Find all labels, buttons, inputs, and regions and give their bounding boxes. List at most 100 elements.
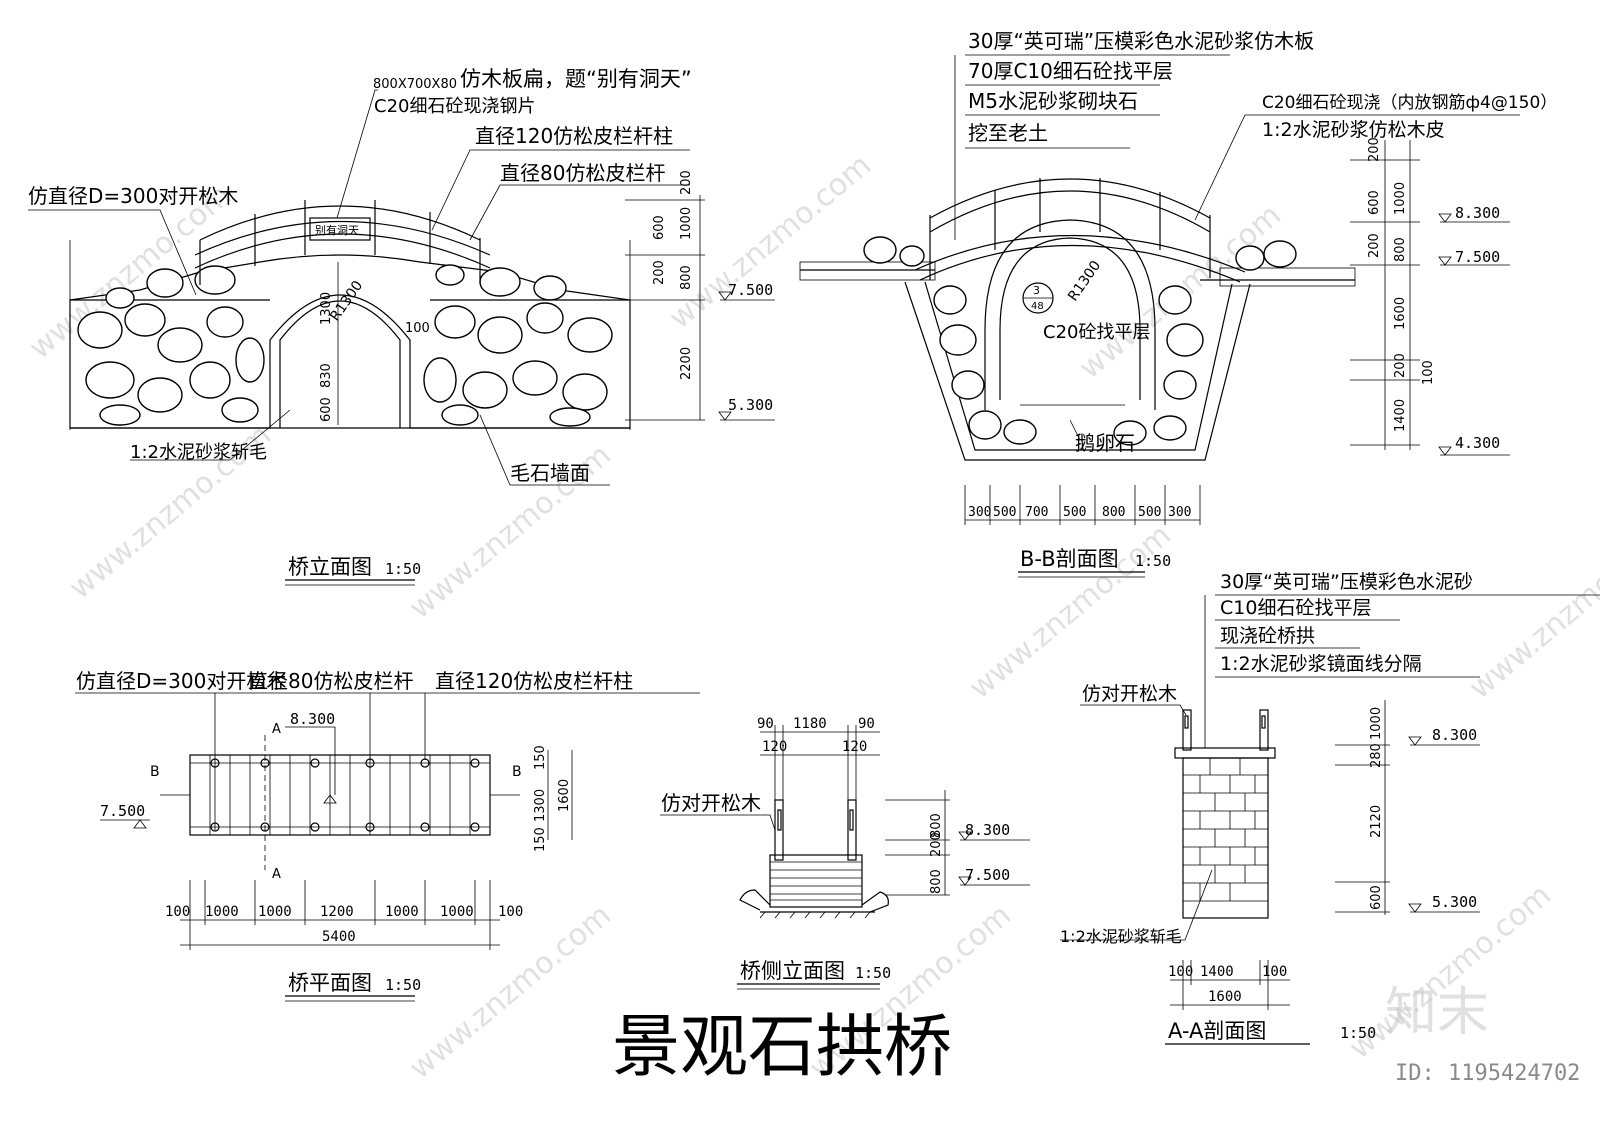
bb-right-1: C20细石砼现浇（内放钢筋ф4@150）	[1262, 93, 1557, 113]
aa-scale: 1:50	[1340, 1024, 1376, 1042]
r-dim-2200: 2200	[679, 347, 694, 380]
cut-a-bottom: A	[272, 867, 281, 882]
plan-scale: 1:50	[385, 976, 421, 994]
side-level-7500: 7.500	[965, 866, 1010, 884]
side-l-800: 800	[929, 813, 944, 838]
side-label: 仿对开松木	[661, 791, 761, 815]
plan-label-rail: 直径80仿松皮栏杆	[248, 669, 413, 693]
bb-r-800: 800	[1393, 237, 1408, 262]
plan-b-1000: 1000	[205, 904, 239, 920]
svg-text:www.znzmo.com: www.znzmo.com	[963, 518, 1178, 707]
plan-b-1000c: 1000	[385, 904, 419, 920]
mortar-label: 1:2水泥砂浆斩毛	[130, 442, 267, 463]
plaque	[309, 217, 371, 241]
log-label: 仿直径D=300对开松木	[28, 184, 238, 208]
svg-text:www.znzmo.com: www.znzmo.com	[403, 898, 618, 1087]
aa-total: 1600	[1208, 989, 1242, 1005]
aa-log-label: 仿对开松木	[1082, 683, 1177, 705]
rail-label: 直径80仿松皮栏杆	[500, 161, 665, 185]
elevation-title: 桥立面图	[288, 555, 372, 579]
plan-b-1000b: 1000	[258, 904, 292, 920]
aa-layer-2: C10细石砼找平层	[1220, 597, 1371, 619]
r-dim-200: 200	[679, 170, 694, 195]
bb-b-300: 300	[968, 505, 991, 520]
bb-r-100: 100	[1421, 360, 1436, 385]
side-elevation: 仿对开松木 90 1180 90 120 120 800 200 800 8.3…	[660, 716, 1030, 990]
plaque-text: 别有洞天	[315, 223, 359, 237]
bb-scale: 1:50	[1135, 552, 1171, 570]
gap-label: 100	[405, 321, 430, 336]
cut-b-right: B	[512, 764, 522, 780]
aa-mortar-label: 1:2水泥砂浆斩毛	[1060, 927, 1182, 946]
aa-layer-4: 1:2水泥砂浆镜面线分隔	[1220, 653, 1422, 675]
svg-text:www.znzmo.com: www.znzmo.com	[1463, 518, 1600, 707]
bb-r-1000: 1000	[1393, 182, 1408, 215]
plan-b-100b: 100	[498, 904, 523, 920]
bb-layer-2: 70厚C10细石砼找平层	[968, 59, 1173, 83]
bb-layer-3: M5水泥砂浆砌块石	[968, 89, 1138, 113]
post-dots	[210, 758, 480, 832]
main-title: 景观石拱桥	[612, 1008, 952, 1087]
bb-r-1400: 1400	[1393, 399, 1408, 432]
section-aa: 30厚“英可瑞”压模彩色水泥砂 C10细石砼找平层 现浇砼桥拱 1:2水泥砂浆镜…	[1060, 571, 1600, 1045]
aa-title: A-A剖面图	[1168, 1019, 1266, 1043]
cut-b-left: B	[150, 764, 160, 780]
plan-label-post: 直径120仿松皮栏杆柱	[435, 669, 633, 693]
dim-830: 830	[319, 363, 334, 388]
brand-watermark: 知末	[1385, 983, 1489, 1043]
r-dim-200b: 200	[652, 260, 667, 285]
plan-level-7500: 7.500	[100, 802, 145, 820]
pebble-label: 鹅卵石	[1075, 431, 1135, 455]
bb-r-1600: 1600	[1393, 297, 1408, 330]
bb-b-300b: 300	[1168, 505, 1191, 520]
side-t-90: 90	[757, 716, 774, 732]
bb-b-800: 800	[1102, 505, 1125, 520]
wall-label: 毛石墙面	[510, 461, 590, 485]
plan-b-1200: 1200	[320, 904, 354, 920]
bb-radius: R1300	[1065, 258, 1104, 304]
plan-r-150: 150	[533, 745, 548, 770]
image-id: ID: 1195424702	[1395, 1061, 1580, 1086]
bb-b-500b: 500	[1063, 505, 1086, 520]
bb-right-2: 1:2水泥砂浆仿松木皮	[1262, 119, 1445, 141]
side-scale: 1:50	[855, 964, 891, 982]
svg-text:www.znzmo.com: www.znzmo.com	[663, 148, 878, 337]
mesh-label: C20细石砼现浇钢片	[374, 96, 535, 117]
detail-num: 3	[1033, 284, 1040, 297]
plan-total: 5400	[322, 929, 356, 945]
plan-label-log: 仿直径D=300对开松木	[76, 669, 286, 693]
block-pattern	[1183, 758, 1268, 902]
plaque-label: 仿木板扁，题“别有洞天”	[460, 67, 692, 91]
bb-level-7500: 7.500	[1455, 248, 1500, 266]
side-level-8300: 8.300	[965, 821, 1010, 839]
post-label: 直径120仿松皮栏杆柱	[475, 124, 673, 148]
bridge-elevation: 别有洞天 800X700X80 仿木板扁，题“别有洞天” C20细石砼现浇钢片 …	[28, 67, 775, 586]
side-title: 桥侧立面图	[740, 959, 845, 983]
bb-r-200b: 200	[1367, 233, 1382, 258]
plan-title: 桥平面图	[288, 971, 372, 995]
cut-a-top: A	[272, 722, 281, 737]
plaque-size-label: 800X700X80	[373, 77, 457, 92]
bb-b-500: 500	[993, 505, 1016, 520]
level-7500: 7.500	[728, 281, 773, 299]
r-dim-600: 600	[652, 215, 667, 240]
r-dim-800: 800	[679, 265, 694, 290]
dim-1300: 1300	[319, 292, 334, 325]
bb-r-200: 200	[1367, 137, 1382, 162]
plan-r-150b: 150	[533, 827, 548, 852]
aa-l-600: 600	[1369, 885, 1384, 910]
plan-level-8300: 8.300	[290, 710, 335, 728]
detail-sheet: 48	[1031, 301, 1044, 312]
level-5300: 5.300	[728, 396, 773, 414]
section-bb: 3 48 R1300 C20砼找平层 鹅卵石 30厚“英可瑞”压模彩色水泥砂浆仿…	[799, 29, 1557, 578]
side-t-1180: 1180	[793, 716, 827, 732]
rubble-stones	[77, 264, 613, 427]
bb-r-200c: 200	[1393, 353, 1408, 378]
plan-b-1000d: 1000	[440, 904, 474, 920]
aa-l-1000: 1000	[1369, 707, 1384, 740]
bb-arch-label: C20砼找平层	[1043, 322, 1150, 343]
plan-r-1300: 1300	[533, 789, 548, 822]
bb-b-700: 700	[1025, 505, 1048, 520]
aa-level-8300: 8.300	[1432, 726, 1477, 744]
